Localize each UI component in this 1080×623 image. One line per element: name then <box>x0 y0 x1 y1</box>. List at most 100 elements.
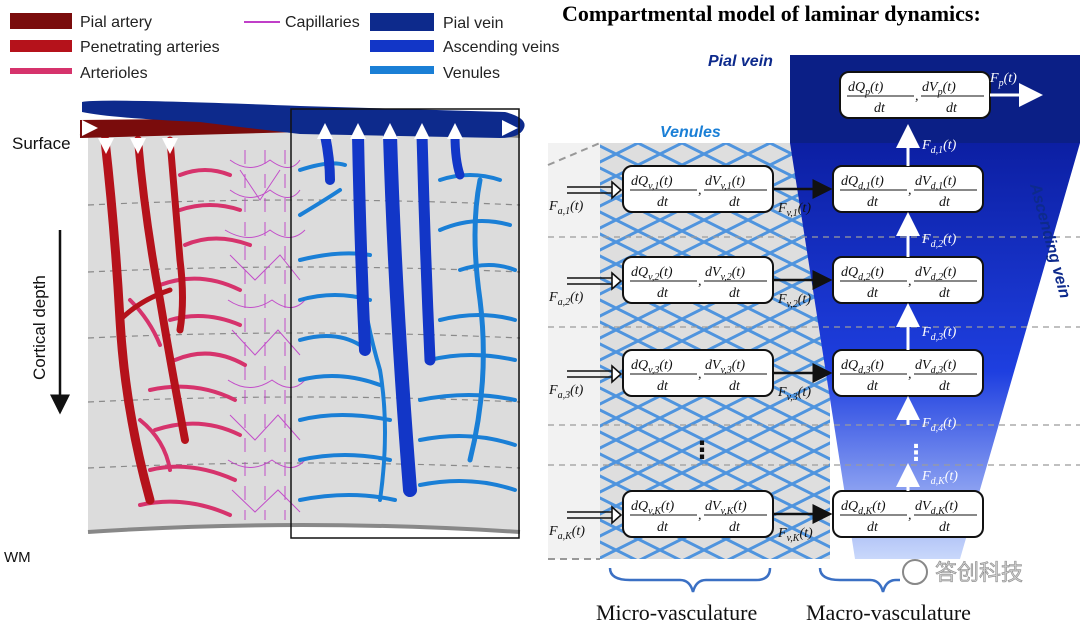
legend-swatch-penetrating-arteries <box>10 40 72 52</box>
cortical-depth-label: Cortical depth <box>30 275 49 380</box>
surface-label: Surface <box>12 134 71 153</box>
venule-flow-label-1: Fv,1(t) <box>777 201 811 219</box>
arterial-inflow-label-2: Fa,2(t) <box>548 290 584 308</box>
compartments: dQp(t)dt,dVp(t)dtFp(t)dQv,1(t)dt,dVv,1(t… <box>548 71 1043 544</box>
venule-compartment-2: dQv,2(t)dt,dVv,2(t)dt <box>622 256 774 304</box>
comma: , <box>698 508 702 523</box>
legend-swatch-pial-vein <box>370 13 434 31</box>
compartment-model: Compartmental model of laminar dynamics:… <box>547 1 1080 623</box>
volume-derivative-q: dQp(t) <box>848 80 884 98</box>
denominator-dt: dt <box>657 520 669 535</box>
pial-vein-label: Pial vein <box>708 53 773 70</box>
legend-label-pial-vein: Pial vein <box>443 15 503 32</box>
venule-compartment-1: dQv,1(t) dt,dVv,1(t) dt <box>622 165 774 213</box>
denominator-dt: dt <box>874 101 886 116</box>
arterial-inflow-arrow-4-head <box>611 505 623 525</box>
macro-vasculature-label: Macro-vasculature <box>806 600 971 623</box>
denominator-dt: dt <box>867 379 879 394</box>
continuation-dots: ⋮ <box>690 437 714 464</box>
comma: , <box>698 183 702 198</box>
cortex-illustration: Surface WM Cortical depth <box>4 100 525 566</box>
legend-label-capillaries: Capillaries <box>285 14 360 31</box>
comma: , <box>908 274 912 289</box>
comma: , <box>698 367 702 382</box>
volume-derivative-v: dVv,K(t) <box>705 499 747 517</box>
volume-derivative-q: dQv,3(t) <box>631 358 673 376</box>
vein-flow-label-k: Fd,K(t) <box>921 469 958 487</box>
comma: , <box>908 367 912 382</box>
denominator-dt: dt <box>867 195 879 210</box>
venous-outflow-arrows <box>317 120 518 139</box>
ascending-compartment-1: dQd,1(t)dt,dVd,1(t)dt <box>832 165 984 213</box>
macro-brace <box>818 567 900 593</box>
ascending-compartment-2: dQd,2(t) dt,dVd,2(t) dt <box>832 256 984 304</box>
venule-flow-label-3: Fv,3(t) <box>777 385 811 403</box>
arterial-inflow-arrow-3-head <box>611 364 623 384</box>
arterial-inflow-arrow-2-head <box>611 271 623 291</box>
legend-swatch-pial-artery <box>10 13 72 29</box>
ascending-veins <box>320 128 465 497</box>
vein-flow-label-4: Fd,4(t) <box>921 416 957 434</box>
micro-vasculature-label: Micro-vasculature <box>596 600 757 623</box>
ascending-compartment-4: dQd,K(t)dt,dVd,K(t)dt <box>832 490 984 538</box>
legend-swatch-venules <box>370 66 434 74</box>
volume-derivative-q: dQd,3(t) <box>841 358 884 376</box>
legend-swatch-ascending-veins <box>370 40 434 52</box>
capillary-network <box>224 150 306 520</box>
vein-flow-label-3: Fd,3(t) <box>921 325 957 343</box>
comma: , <box>915 89 919 104</box>
denominator-dt: dt <box>939 379 951 394</box>
volume-derivative-v: dVp(t) <box>922 80 956 98</box>
denominator-dt: dt <box>946 101 958 116</box>
continuation-dots-macro: ⋮ <box>905 440 927 465</box>
volume-derivative-v: dVv,1(t) <box>705 174 745 192</box>
arterial-inflow-label-1: Fa,1(t) <box>548 199 584 217</box>
denominator-dt: dt <box>729 379 741 394</box>
arterial-inflow-label-4: Fa,K(t) <box>548 524 585 542</box>
volume-derivative-v: dVd,2(t) <box>915 265 957 283</box>
volume-derivative-q: dQv,K(t) <box>631 499 675 517</box>
arterial-inflow-arrow-1-head <box>611 180 623 200</box>
legend: Pial artery Penetrating arteries Arterio… <box>10 13 560 82</box>
watermark: 答创科技 <box>902 559 1023 585</box>
legend-label-ascending-veins: Ascending veins <box>443 39 560 56</box>
pial-outflow-label: Fp(t) <box>989 71 1017 89</box>
denominator-dt: dt <box>657 195 669 210</box>
legend-label-arterioles: Arterioles <box>80 65 148 82</box>
layer-dashes <box>548 236 1080 466</box>
penetrating-arteries <box>100 135 189 505</box>
venule-compartment-4: dQv,K(t) dt,dVv,K(t) dt <box>622 490 774 538</box>
wechat-icon <box>902 559 928 585</box>
volume-derivative-q: dQd,2(t) <box>841 265 884 283</box>
wm-label: WM <box>4 549 31 566</box>
arteriole-branches <box>128 168 252 517</box>
venule-flow-label-2: Fv,2(t) <box>777 292 811 310</box>
venules-label: Venules <box>660 124 721 141</box>
denominator-dt: dt <box>867 286 879 301</box>
denominator-dt: dt <box>657 379 669 394</box>
arterial-inflow-label-3: Fa,3(t) <box>548 383 584 401</box>
venule-flow-label-4: Fv,K(t) <box>777 526 813 544</box>
comma: , <box>908 183 912 198</box>
legend-swatch-capillaries <box>244 21 280 23</box>
denominator-dt: dt <box>729 286 741 301</box>
denominator-dt: dt <box>729 195 741 210</box>
volume-derivative-q: dQv,1(t) <box>631 174 673 192</box>
model-title: Compartmental model of laminar dynamics: <box>562 1 981 26</box>
legend-label-penetrating-arteries: Penetrating arteries <box>80 39 220 56</box>
denominator-dt: dt <box>657 286 669 301</box>
volume-derivative-q: dQv,2(t) <box>631 265 673 283</box>
denominator-dt: dt <box>729 520 741 535</box>
denominator-dt: dt <box>867 520 879 535</box>
comma: , <box>908 508 912 523</box>
denominator-dt: dt <box>939 286 951 301</box>
volume-derivative-v: dVd,K(t) <box>915 499 958 517</box>
wm-boundary-line <box>87 523 521 534</box>
vein-flow-label-2: Fd,2(t) <box>921 232 957 250</box>
legend-label-pial-artery: Pial artery <box>80 14 152 31</box>
zoom-region-box <box>290 108 520 539</box>
micro-top-dash <box>547 142 601 166</box>
arterial-inflow-arrows <box>82 120 178 154</box>
comma: , <box>698 274 702 289</box>
